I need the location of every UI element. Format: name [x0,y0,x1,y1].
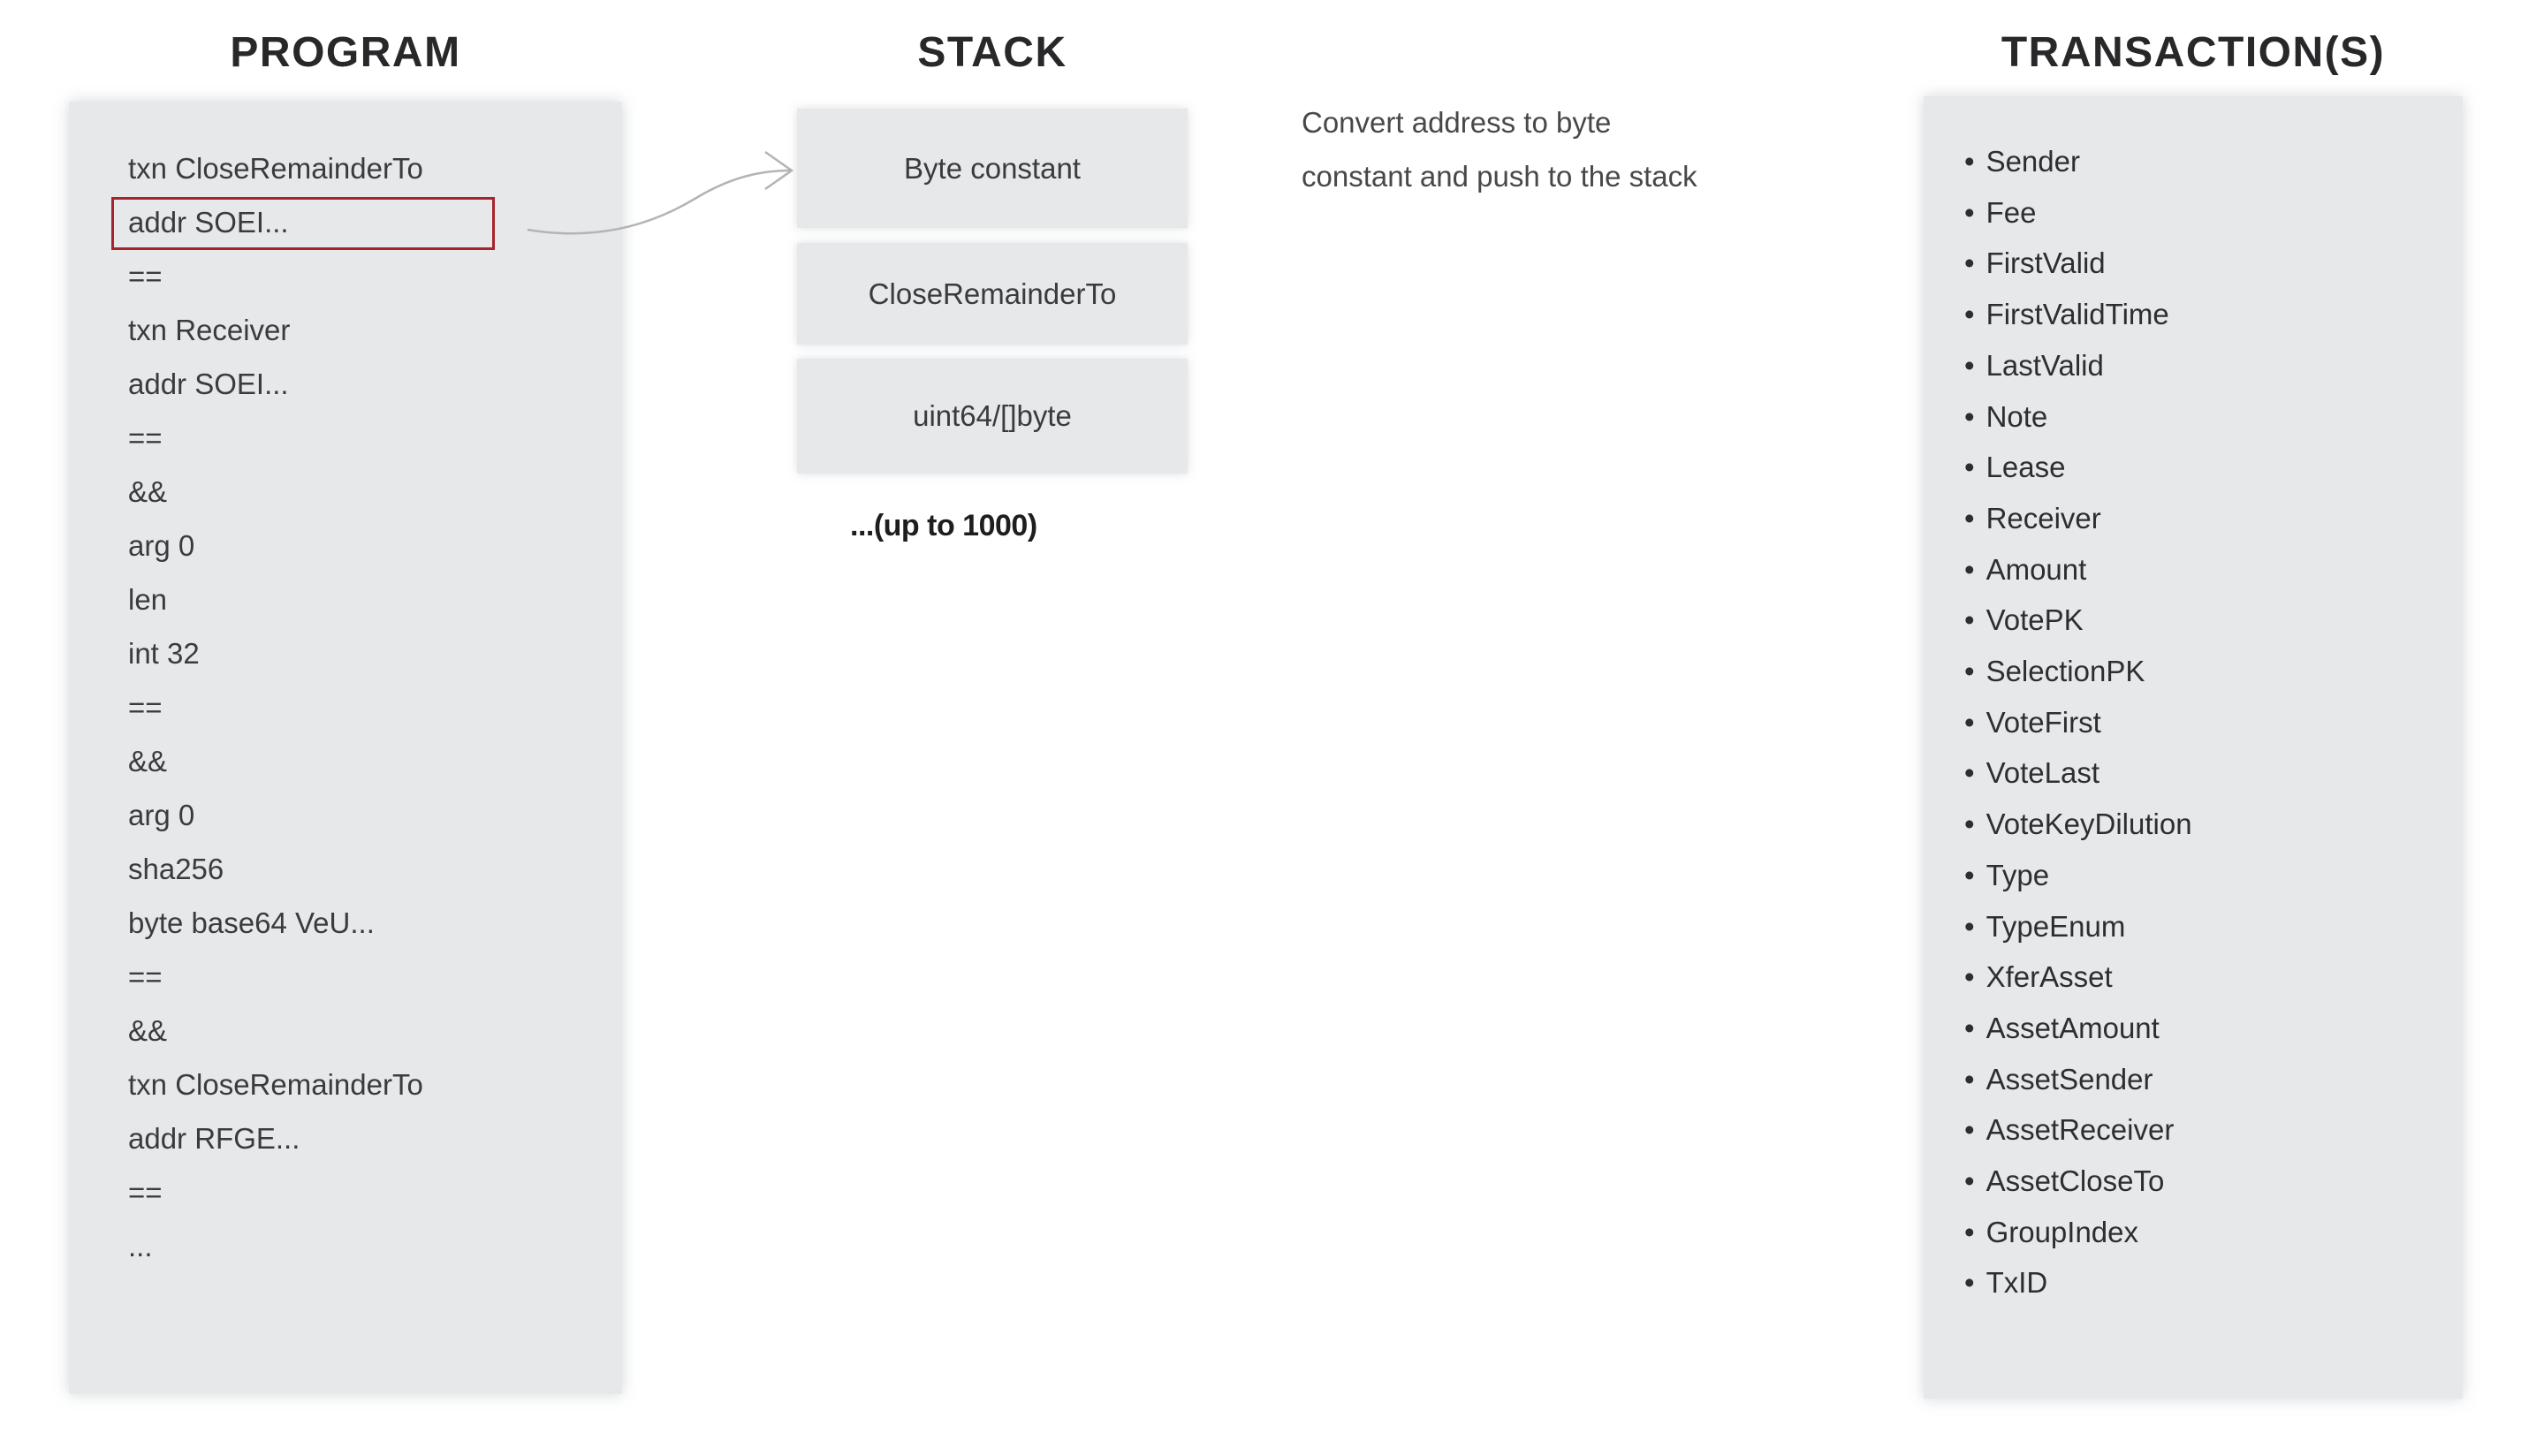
annotation-line-2: constant and push to the stack [1302,160,1697,193]
program-line: == [128,691,163,724]
transaction-field: VotePK [1964,595,2463,646]
program-line: == [128,260,163,292]
program-line: addr RFGE... [128,1122,300,1155]
program-line: txn CloseRemainderTo [128,1068,423,1101]
stack-more-label: ...(up to 1000) [850,509,1037,542]
program-line: addr SOEI... [128,368,289,400]
transaction-field: FirstValid [1964,238,2463,289]
transaction-field: Sender [1964,136,2463,187]
transaction-field: VoteLast [1964,747,2463,799]
transaction-field: AssetCloseTo [1964,1156,2463,1207]
transaction-field: Note [1964,391,2463,443]
program-line: sha256 [128,853,224,885]
program-line: && [128,1014,168,1047]
transaction-field: AssetSender [1964,1054,2463,1105]
transactions-panel: SenderFeeFirstValidFirstValidTimeLastVal… [1924,96,2463,1399]
instruction-to-stack-arrow [527,150,794,235]
program-line: txn CloseRemainderTo [128,152,423,185]
stack-column-title: STACK [917,29,1067,76]
arrow-curve [527,169,791,235]
highlighted-instruction-box [111,197,495,250]
transaction-field: AssetReceiver [1964,1104,2463,1156]
program-line: == [128,421,163,454]
program-line: txn Receiver [128,314,291,346]
transaction-field: VoteFirst [1964,697,2463,748]
program-line: arg 0 [128,529,195,562]
transaction-field: Type [1964,850,2463,901]
transaction-field: Lease [1964,442,2463,493]
transaction-field: FirstValidTime [1964,289,2463,340]
stack-item: uint64/[]byte [797,359,1188,474]
program-line: && [128,475,168,508]
program-line: arg 0 [128,799,195,831]
stack-item-label: CloseRemainderTo [868,277,1117,310]
transaction-field: XferAsset [1964,952,2463,1003]
program-column-title: PROGRAM [230,29,461,76]
transaction-field: LastValid [1964,340,2463,391]
transaction-field: TxID [1964,1257,2463,1308]
annotation-text: Convert address to byte constant and pus… [1302,95,1697,203]
stack-item-label: uint64/[]byte [913,399,1072,432]
transaction-field: Amount [1964,544,2463,595]
program-line-highlighted: addr SOEI... [128,206,289,239]
transaction-fields-list: SenderFeeFirstValidFirstValidTimeLastVal… [1924,96,2463,1308]
transaction-field: SelectionPK [1964,646,2463,697]
stack-item-label: Byte constant [904,151,1081,185]
program-code-listing: txn CloseRemainderTo addr SOEI... == txn Re… [69,102,622,1273]
stack-item: Byte constant [797,109,1188,228]
program-panel: txn CloseRemainderTo addr SOEI... == txn Re… [69,102,622,1394]
program-line: ... [128,1230,153,1263]
transaction-field: Fee [1964,187,2463,239]
program-line: byte base64 VeU... [128,906,375,939]
annotation-line-1: Convert address to byte [1302,106,1612,139]
program-line: len [128,583,168,616]
transaction-field: AssetAmount [1964,1003,2463,1054]
stack-item: CloseRemainderTo [797,243,1188,345]
program-line: int 32 [128,637,200,670]
transaction-field: Receiver [1964,493,2463,544]
program-line: == [128,960,163,993]
transactions-column-title: TRANSACTION(S) [2001,29,2386,76]
transaction-field: GroupIndex [1964,1207,2463,1258]
transaction-field: VoteKeyDilution [1964,799,2463,850]
program-line: && [128,745,168,777]
transaction-field: TypeEnum [1964,901,2463,952]
arrow-head-icon [764,150,794,191]
program-line: == [128,1176,163,1209]
